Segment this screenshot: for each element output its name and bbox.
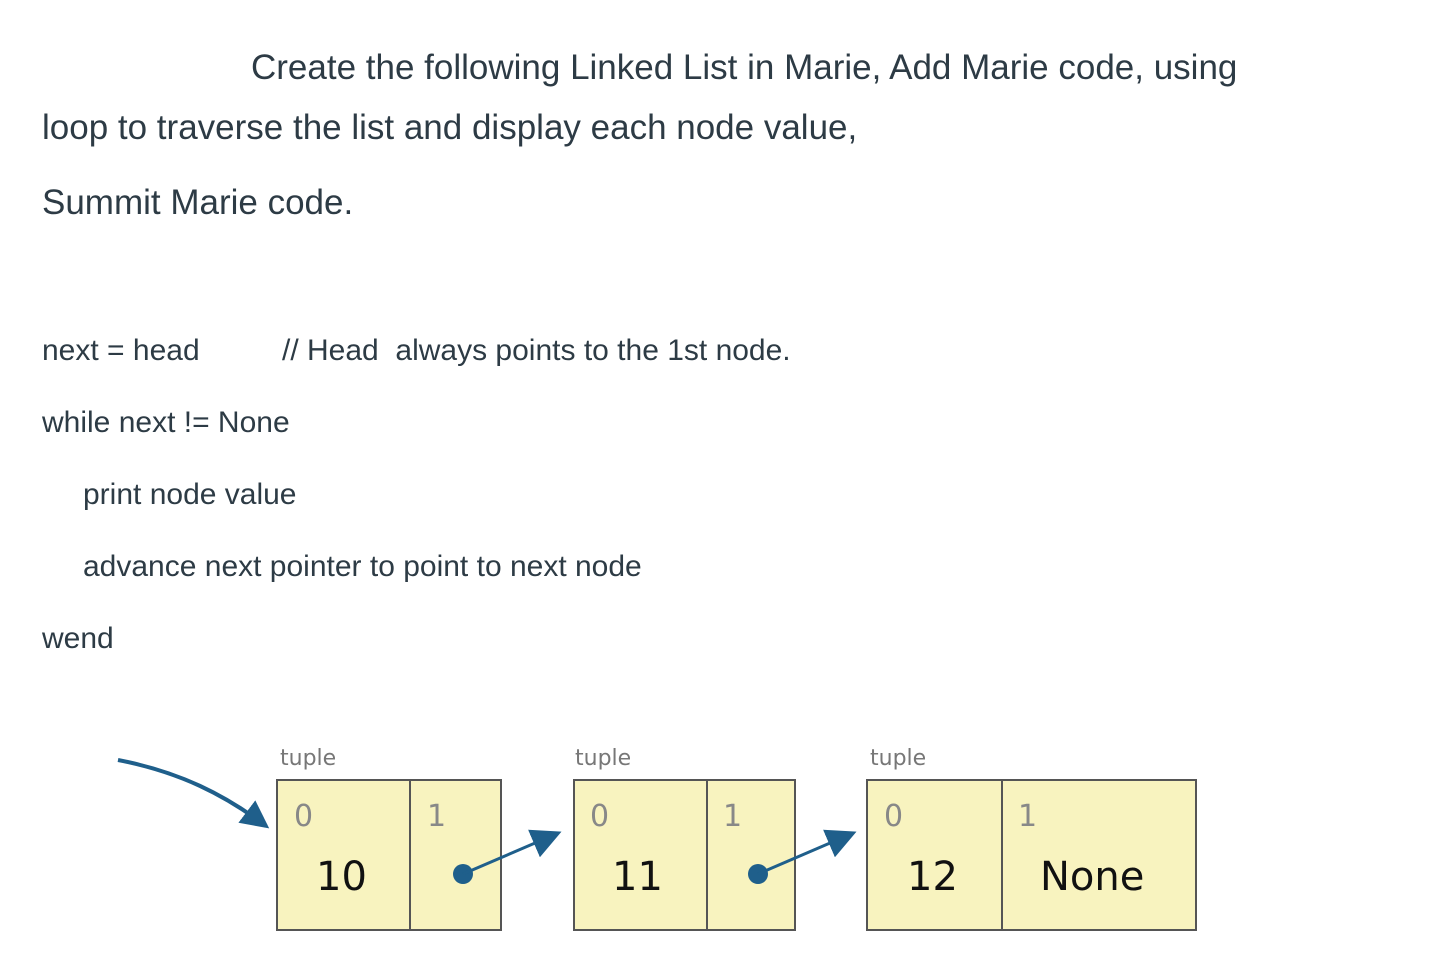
- node-1-next-arrow: [462, 829, 562, 876]
- node-2-value-cell: [573, 779, 708, 931]
- node-1-index-0: 0: [294, 799, 313, 834]
- node-3-next-cell: [1001, 779, 1197, 931]
- pseudocode-line-4: advance next pointer to point to next no…: [83, 550, 642, 583]
- node-1-type-label: tuple: [280, 746, 336, 771]
- node-3-index-0: 0: [884, 799, 903, 834]
- pseudocode-line-5: wend: [42, 622, 114, 655]
- node-2-index-0: 0: [590, 799, 609, 834]
- pseudocode-line-3: print node value: [83, 478, 297, 511]
- node-1-index-1: 1: [427, 799, 446, 834]
- node-1-value-cell: [276, 779, 411, 931]
- node-2-value: 11: [612, 854, 663, 900]
- node-2-type-label: tuple: [575, 746, 631, 771]
- node-3-type-label: tuple: [870, 746, 926, 771]
- node-1-value: 10: [316, 854, 367, 900]
- prompt-line-1: Create the following Linked List in Mari…: [251, 48, 1238, 87]
- node-3-value: 12: [907, 854, 958, 900]
- node-3-next-none: None: [1040, 854, 1144, 900]
- prompt-line-3: Summit Marie code.: [42, 183, 354, 222]
- pseudocode-line-1: next = head: [42, 334, 200, 367]
- list-node-3: tuple 0 1 12 None: [866, 746, 1197, 931]
- assignment-prompt: Create the following Linked List in Mari…: [42, 38, 1342, 158]
- node-2-next-arrow: [757, 829, 857, 876]
- node-3-index-1: 1: [1018, 799, 1037, 834]
- pseudocode-line-2: while next != None: [42, 406, 290, 439]
- node-2-next-cell: [706, 779, 796, 931]
- node-2-index-1: 1: [723, 799, 742, 834]
- prompt-line-2: loop to traverse the list and display ea…: [42, 108, 858, 147]
- node-1-next-cell: [409, 779, 502, 931]
- list-node-1: tuple 0 1 10: [276, 746, 562, 931]
- linked-list-diagram: tuple 0 1 10 tuple 0 1 11 tuple 0 1 12 N…: [117, 746, 1197, 931]
- pseudocode-comment: // Head always points to the 1st node.: [282, 334, 791, 367]
- list-node-2: tuple 0 1 11: [573, 746, 857, 931]
- head-pointer-arrow: [117, 758, 270, 829]
